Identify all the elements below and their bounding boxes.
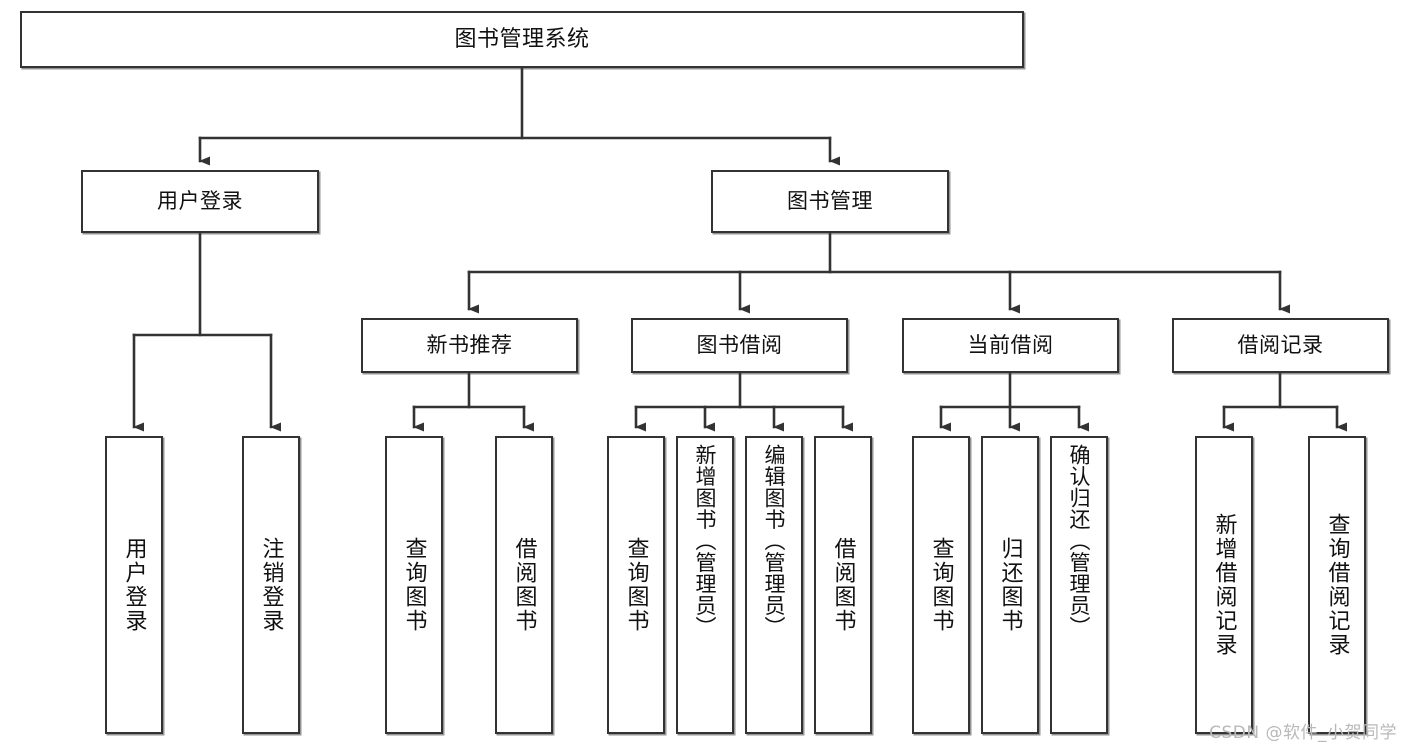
csdn-watermark: CSDN @软件_小贺同学 bbox=[1209, 723, 1397, 743]
leaf-borrow-record-query-record[interactable]: 查询借阅记录 bbox=[1308, 436, 1366, 734]
leaf-new-book-borrow-books[interactable]: 借阅图书 bbox=[495, 436, 553, 734]
node-label: 当前借阅 bbox=[967, 333, 1054, 358]
node-new-book-recommendation[interactable]: 新书推荐 bbox=[361, 318, 578, 373]
node-label: 注销登录 bbox=[258, 537, 284, 633]
node-label: 借阅图书 bbox=[511, 537, 537, 633]
node-label: 新增借阅记录 bbox=[1211, 513, 1237, 657]
node-book-management[interactable]: 图书管理 bbox=[711, 170, 949, 233]
node-label: 归还图书 bbox=[997, 537, 1023, 633]
node-label: 用户登录 bbox=[157, 189, 243, 214]
node-label: 查询图书 bbox=[401, 537, 427, 633]
leaf-current-borrow-query-books[interactable]: 查询图书 bbox=[912, 436, 970, 734]
node-label: 查询图书 bbox=[623, 537, 649, 633]
node-label: 新书推荐 bbox=[426, 333, 513, 358]
leaf-book-borrow-add-book-admin[interactable]: 新增图书（管理员） bbox=[676, 436, 734, 734]
leaf-user-login-signout[interactable]: 注销登录 bbox=[242, 436, 300, 734]
leaf-book-borrow-borrow-books[interactable]: 借阅图书 bbox=[814, 436, 872, 734]
node-label: 用户登录 bbox=[121, 537, 147, 633]
leaf-current-borrow-return-books[interactable]: 归还图书 bbox=[981, 436, 1039, 734]
leaf-current-borrow-confirm-return-admin[interactable]: 确认归还（管理员） bbox=[1050, 436, 1108, 734]
node-label: 图书管理系统 bbox=[454, 26, 590, 52]
node-label: 查询图书 bbox=[928, 537, 954, 633]
node-current-borrow[interactable]: 当前借阅 bbox=[902, 318, 1119, 373]
leaf-book-borrow-query-books[interactable]: 查询图书 bbox=[607, 436, 665, 734]
node-label: 借阅图书 bbox=[830, 537, 856, 633]
leaf-user-login-signin[interactable]: 用户登录 bbox=[105, 436, 163, 734]
node-user-login[interactable]: 用户登录 bbox=[81, 170, 319, 233]
node-borrow-record[interactable]: 借阅记录 bbox=[1172, 318, 1389, 373]
node-book-borrow[interactable]: 图书借阅 bbox=[631, 318, 848, 373]
node-label: 编辑图书（管理员） bbox=[762, 444, 787, 638]
node-label: 图书管理 bbox=[787, 189, 873, 214]
node-label: 新增图书（管理员） bbox=[693, 444, 718, 638]
leaf-book-borrow-edit-book-admin[interactable]: 编辑图书（管理员） bbox=[745, 436, 803, 734]
leaf-new-book-query-books[interactable]: 查询图书 bbox=[385, 436, 443, 734]
leaf-borrow-record-add-record[interactable]: 新增借阅记录 bbox=[1195, 436, 1253, 734]
node-root-book-management-system[interactable]: 图书管理系统 bbox=[20, 11, 1024, 68]
node-label: 确认归还（管理员） bbox=[1067, 444, 1092, 638]
node-label: 查询借阅记录 bbox=[1324, 513, 1350, 657]
node-label: 图书借阅 bbox=[696, 333, 783, 358]
node-label: 借阅记录 bbox=[1237, 333, 1324, 358]
